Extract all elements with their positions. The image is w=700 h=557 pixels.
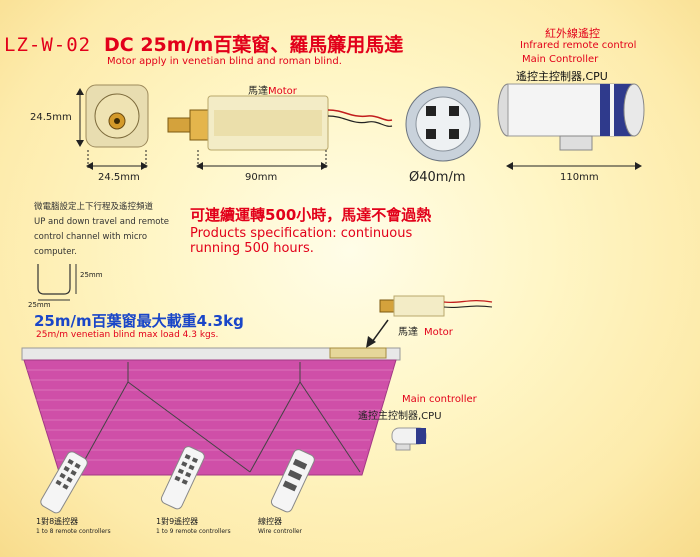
page-subtitle: Motor apply in venetian blind and roman … bbox=[107, 56, 342, 67]
note-line-1: 微電腦設定上下行程及遙控頻道 bbox=[34, 202, 154, 212]
setting-note: 微電腦設定上下行程及遙控頻道 UP and down travel and re… bbox=[34, 200, 194, 260]
lower-main-controller-zh: 遙控主控制器,CPU bbox=[358, 411, 442, 422]
motor-diameter-dim: Ø40m/m bbox=[409, 170, 465, 185]
lower-main-controller-en: Main controller bbox=[402, 394, 477, 405]
remote-caption-2-en: 1 to 9 remote controllers bbox=[156, 528, 231, 535]
motor-diameter-value: 40m/m bbox=[419, 170, 466, 185]
remote-caption-1: 1對8遙控器 1 to 8 remote controllers bbox=[36, 517, 111, 536]
remote-caption-2-zh: 1對9遙控器 bbox=[156, 517, 199, 526]
note-line-3: control channel with micro bbox=[34, 232, 148, 242]
remote-caption-1-zh: 1對8遙控器 bbox=[36, 517, 79, 526]
note-line-4: computer. bbox=[34, 247, 77, 257]
motor-label-en: Motor bbox=[268, 86, 297, 97]
motor-label-zh: 馬達 bbox=[248, 86, 268, 97]
motor-label: 馬達Motor bbox=[248, 82, 297, 97]
ir-title-en: Infrared remote control bbox=[520, 40, 637, 51]
remote-caption-3-en: Wire controller bbox=[258, 528, 303, 535]
remote-1-to-8 bbox=[40, 451, 88, 514]
main-controller-zh: 遙控主控制器,CPU bbox=[516, 70, 608, 83]
ir-title-zh: 紅外線遙控 bbox=[545, 27, 600, 40]
small-motor bbox=[379, 295, 493, 317]
main-controller-en: Main Controller bbox=[522, 54, 599, 65]
remote-caption-1-en: 1 to 8 remote controllers bbox=[36, 528, 111, 535]
model-number: LZ-W-02 bbox=[4, 34, 92, 56]
track-height-dim: 25mm bbox=[80, 271, 103, 279]
diameter-symbol: Ø bbox=[409, 170, 420, 185]
controller-length-dim: 110mm bbox=[560, 172, 599, 183]
spec-zh: 可連續運轉500小時，馬達不會過熱 bbox=[190, 206, 432, 224]
max-load-zh: 25m/m百葉窗最大載重4.3kg bbox=[34, 312, 244, 330]
page-title: DC 25m/m百葉窗、羅馬簾用馬達 bbox=[104, 34, 404, 56]
main-controller-cylinder bbox=[497, 83, 645, 151]
track-profile-diagram bbox=[37, 264, 77, 301]
motor-length-dim: 90mm bbox=[245, 172, 278, 183]
motor-height-dim: 24.5mm bbox=[30, 112, 72, 123]
remote-caption-3-zh: 線控器 bbox=[258, 517, 282, 526]
spec-en: Products specification: continuous runni… bbox=[190, 226, 413, 256]
remote-caption-3: 線控器 Wire controller bbox=[258, 517, 302, 536]
lower-motor-label: 馬達 Motor bbox=[398, 323, 453, 338]
track-width-dim: 25mm bbox=[28, 301, 51, 309]
remote-1-to-9 bbox=[160, 446, 205, 510]
motor-side-view bbox=[167, 95, 393, 151]
remote-caption-2: 1對9遙控器 1 to 9 remote controllers bbox=[156, 517, 231, 536]
lower-motor-zh: 馬達 bbox=[398, 327, 418, 338]
wire-controller bbox=[270, 449, 315, 513]
lower-motor-en: Motor bbox=[424, 327, 453, 338]
max-load-en: 25m/m venetian blind max load 4.3 kgs. bbox=[36, 330, 219, 340]
note-line-2: UP and down travel and remote bbox=[34, 217, 170, 227]
small-main-controller bbox=[391, 427, 427, 451]
motor-dimension-diagrams bbox=[76, 83, 645, 170]
installation-scene bbox=[21, 295, 493, 514]
motor-round-view bbox=[405, 86, 481, 162]
motor-end-view bbox=[85, 84, 149, 148]
motor-width-dim: 24.5mm bbox=[98, 172, 140, 183]
